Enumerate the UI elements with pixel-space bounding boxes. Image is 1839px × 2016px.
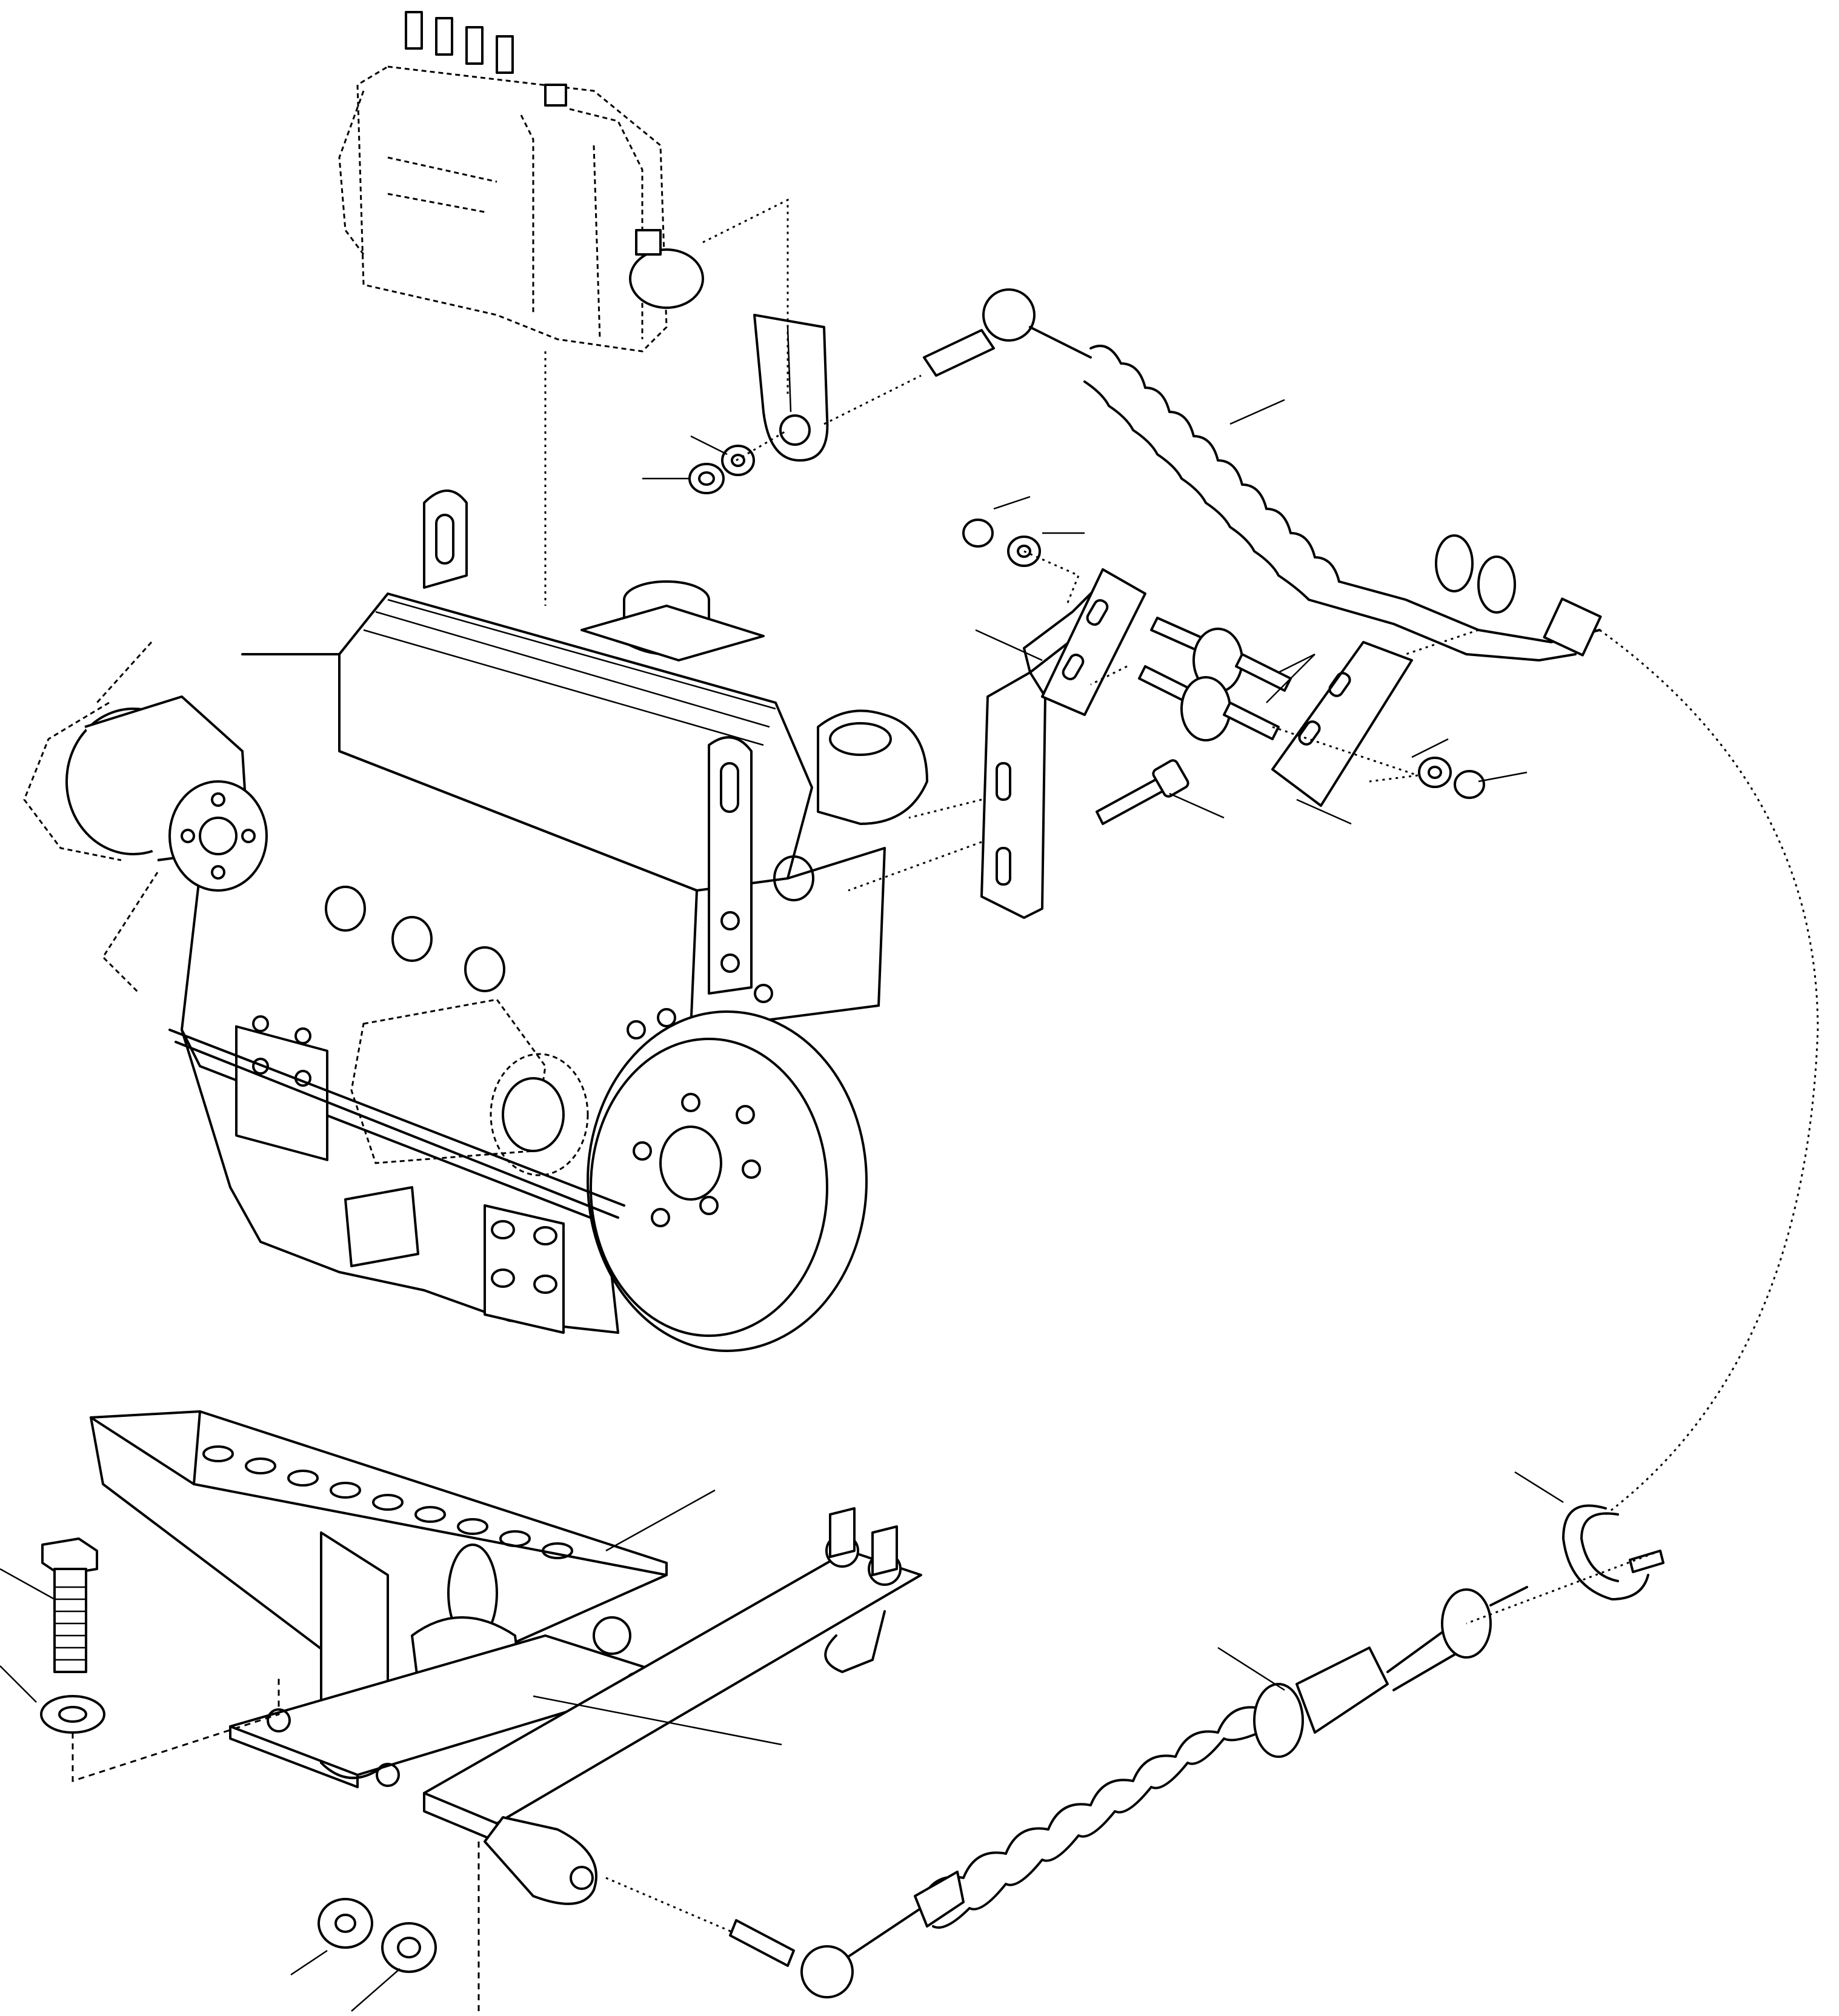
upper-throttle-cable	[923, 288, 1602, 662]
engine-block	[23, 489, 928, 1352]
pedal-bolt	[41, 1537, 98, 1673]
injection-pump	[338, 11, 704, 353]
throttle-lever	[753, 314, 829, 462]
bracket-plate	[1041, 568, 1146, 716]
accelerator-pedal	[90, 1410, 668, 1709]
pedal-nut-and-washer	[318, 1898, 437, 1973]
mounting-bolt	[1096, 759, 1189, 825]
bracket-nuts-washers	[962, 519, 1485, 799]
clamp-plate	[1271, 641, 1413, 807]
callout-leaders	[0, 399, 1564, 2012]
rubber-mounts	[1138, 617, 1292, 741]
lever-nut	[688, 463, 725, 494]
pedal-mount-bracket	[423, 1507, 922, 1905]
pedal-washer	[40, 1695, 105, 1734]
cable-retaining-clip	[1562, 1504, 1664, 1600]
connection-lines	[71, 198, 1819, 2011]
lower-throttle-cable	[729, 1586, 1528, 1998]
lever-washer	[721, 445, 755, 476]
